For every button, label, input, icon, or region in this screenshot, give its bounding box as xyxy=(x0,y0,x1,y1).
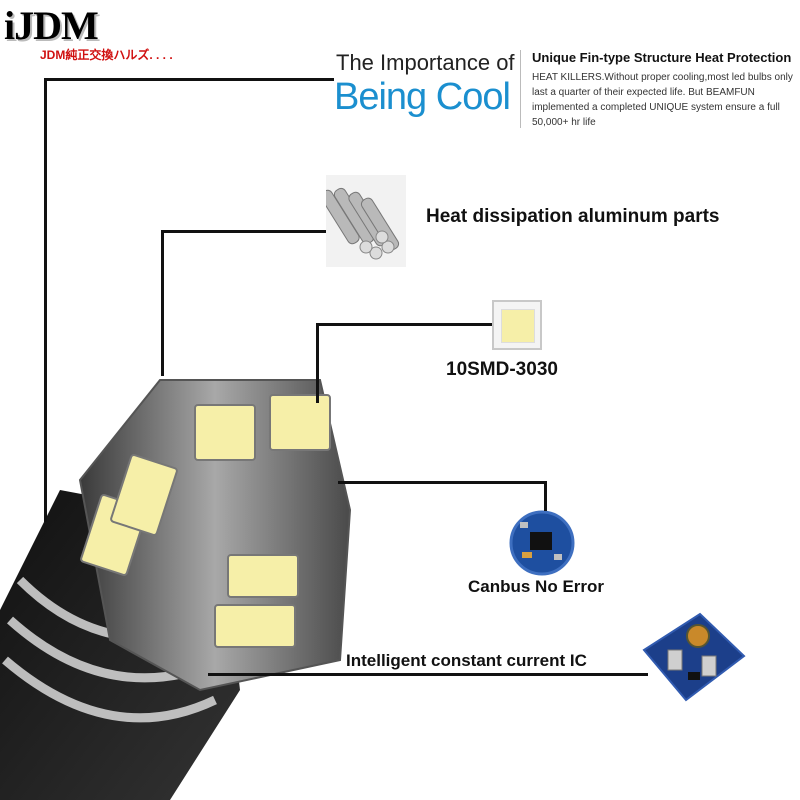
callout-line-horizontal-5 xyxy=(208,673,648,676)
ic-board-icon xyxy=(642,612,746,702)
smd-chip-icon xyxy=(492,300,542,350)
brand-logo: iJDM xyxy=(4,3,99,48)
callout-line-horizontal-4 xyxy=(338,481,546,484)
header-description: HEAT KILLERS.Without proper cooling,most… xyxy=(532,72,793,128)
feature-canbus-label: Canbus No Error xyxy=(468,577,605,596)
header-title-line2: Being Cool xyxy=(334,76,511,118)
feature-heat-label: Heat dissipation aluminum parts xyxy=(426,206,720,227)
feature-ic-label: Intelligent constant current IC xyxy=(346,651,587,670)
feature-smd-label: 10SMD-3030 xyxy=(446,359,558,380)
callout-line-horizontal-1 xyxy=(44,78,334,81)
header-title-line1: The Importance of xyxy=(336,50,515,75)
callout-line-vertical-2 xyxy=(161,230,164,376)
led-bulb-illustration xyxy=(0,379,352,800)
callout-line-vertical-1 xyxy=(44,78,47,522)
header-subtitle: Unique Fin-type Structure Heat Protectio… xyxy=(532,50,792,65)
brand-tagline: JDM純正交換ハルズ. . . . xyxy=(40,48,173,62)
callout-line-horizontal-3 xyxy=(316,323,492,326)
callout-line-vertical-3 xyxy=(316,323,319,403)
callout-line-vertical-4 xyxy=(544,481,547,511)
header-divider xyxy=(520,50,521,128)
aluminum-rods-icon xyxy=(326,175,406,267)
callout-line-horizontal-2 xyxy=(161,230,326,233)
canbus-board-icon xyxy=(509,510,575,576)
